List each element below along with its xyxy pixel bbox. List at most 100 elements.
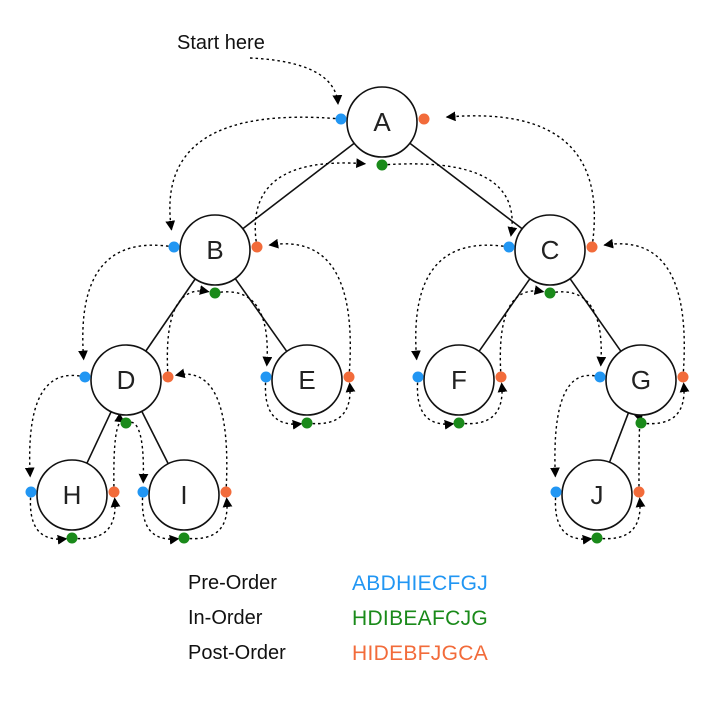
in-order-dot-B bbox=[209, 287, 221, 299]
traversal-arrow-J-J bbox=[596, 497, 646, 540]
node-label: D bbox=[117, 365, 136, 395]
node-J: J bbox=[561, 459, 633, 531]
node-circle bbox=[514, 214, 586, 286]
node-label: F bbox=[451, 365, 467, 395]
edge-B-D bbox=[145, 278, 196, 352]
traversal-arrow-F-C bbox=[499, 285, 545, 378]
post-order-dot-B bbox=[251, 241, 263, 253]
node-label: E bbox=[298, 365, 315, 395]
traversal-arrow-C-G bbox=[549, 291, 607, 367]
traversal-arrow-E-E bbox=[264, 376, 303, 430]
node-circle bbox=[148, 459, 220, 531]
edge-A-B bbox=[242, 142, 355, 230]
post-order-dot-I bbox=[220, 486, 232, 498]
in-order-dot-J bbox=[591, 532, 603, 544]
traversal-arrow-C-A bbox=[445, 111, 596, 248]
traversal-arrow-E-E bbox=[306, 382, 356, 425]
traversal-arrow-F-F bbox=[416, 376, 455, 430]
traversal-arrow-J-J bbox=[554, 491, 593, 545]
traversal-arrow-H-H bbox=[29, 491, 68, 545]
in-order-dot-D bbox=[120, 417, 132, 429]
edge-A-C bbox=[409, 142, 523, 230]
legend-postorder-label: Post-Order bbox=[188, 642, 286, 664]
traversal-arrow-G-C bbox=[603, 238, 685, 378]
node-B: B bbox=[179, 214, 251, 286]
traversal-arrow-B-E bbox=[214, 291, 273, 367]
post-order-dot-F bbox=[495, 371, 507, 383]
in-order-dot-I bbox=[178, 532, 190, 544]
node-circle bbox=[605, 344, 677, 416]
post-order-dot-E bbox=[343, 371, 355, 383]
post-order-dot-A bbox=[418, 113, 430, 125]
legend-inorder-sequence: HDIBEAFCJG bbox=[352, 607, 489, 630]
node-I: I bbox=[148, 459, 220, 531]
edge-C-F bbox=[478, 278, 531, 352]
traversal-arrow-G-G bbox=[640, 382, 690, 425]
traversal-arrow-I-I bbox=[183, 497, 233, 540]
pre-order-dot-F bbox=[412, 371, 424, 383]
traversal-arrow-B-A bbox=[254, 158, 367, 248]
traversal-arrow-A-C bbox=[381, 163, 518, 237]
pre-order-dot-H bbox=[25, 486, 37, 498]
traversal-arrow-C-F bbox=[411, 244, 510, 361]
node-label: B bbox=[206, 235, 223, 265]
node-label: C bbox=[541, 235, 560, 265]
node-label: H bbox=[63, 480, 82, 510]
in-order-dot-H bbox=[66, 532, 78, 544]
traversal-arrow-I-I bbox=[141, 491, 180, 545]
node-A: A bbox=[346, 86, 418, 158]
traversal-arrow-A-B bbox=[165, 116, 342, 231]
edge-D-I bbox=[141, 410, 169, 465]
legend-preorder-label: Pre-Order bbox=[188, 572, 277, 594]
traversal-arrow-D-B bbox=[166, 285, 210, 378]
traversal-arrow-J-G bbox=[633, 412, 644, 493]
traversal-arrow-B-D bbox=[78, 244, 175, 361]
node-circle bbox=[423, 344, 495, 416]
traversal-arrow-D-H bbox=[24, 374, 86, 478]
pre-order-dot-G bbox=[594, 371, 606, 383]
node-G: G bbox=[605, 344, 677, 416]
node-circle bbox=[561, 459, 633, 531]
legend-inorder-label: In-Order bbox=[188, 607, 263, 629]
pre-order-dot-D bbox=[79, 371, 91, 383]
node-label: J bbox=[591, 480, 604, 510]
post-order-dot-G bbox=[677, 371, 689, 383]
in-order-dot-C bbox=[544, 287, 556, 299]
node-label: G bbox=[631, 365, 651, 395]
post-order-dot-C bbox=[586, 241, 598, 253]
pre-order-dot-C bbox=[503, 241, 515, 253]
node-D: D bbox=[90, 344, 162, 416]
node-circle bbox=[271, 344, 343, 416]
node-circle bbox=[346, 86, 418, 158]
in-order-dot-F bbox=[453, 417, 465, 429]
node-C: C bbox=[514, 214, 586, 286]
legend-preorder-sequence: ABDHIECFGJ bbox=[352, 572, 489, 595]
post-order-dot-D bbox=[162, 371, 174, 383]
node-circle bbox=[90, 344, 162, 416]
start-here-label: Start here bbox=[177, 32, 265, 54]
traversal-arrow-H-D bbox=[113, 413, 126, 493]
legend-postorder-sequence: HIDEBFJGCA bbox=[352, 642, 489, 665]
pre-order-dot-A bbox=[335, 113, 347, 125]
in-order-dot-A bbox=[376, 159, 388, 171]
traversal-arrow-E-B bbox=[268, 238, 351, 378]
traversal-arrow-G-J bbox=[550, 374, 601, 478]
node-label: A bbox=[373, 107, 391, 137]
node-F: F bbox=[423, 344, 495, 416]
pre-order-dot-B bbox=[168, 241, 180, 253]
edge-G-J bbox=[608, 412, 630, 463]
edge-D-H bbox=[86, 411, 112, 464]
traversal-arrow-I-D bbox=[174, 368, 228, 493]
node-H: H bbox=[36, 459, 108, 531]
post-order-dot-H bbox=[108, 486, 120, 498]
node-circle bbox=[36, 459, 108, 531]
in-order-dot-G bbox=[635, 417, 647, 429]
node-label: I bbox=[180, 480, 187, 510]
in-order-dot-E bbox=[301, 417, 313, 429]
node-circle bbox=[179, 214, 251, 286]
pre-order-dot-I bbox=[137, 486, 149, 498]
traversal-arrow-F-F bbox=[458, 382, 508, 425]
traversal-arrow-D-I bbox=[125, 421, 149, 484]
node-E: E bbox=[271, 344, 343, 416]
